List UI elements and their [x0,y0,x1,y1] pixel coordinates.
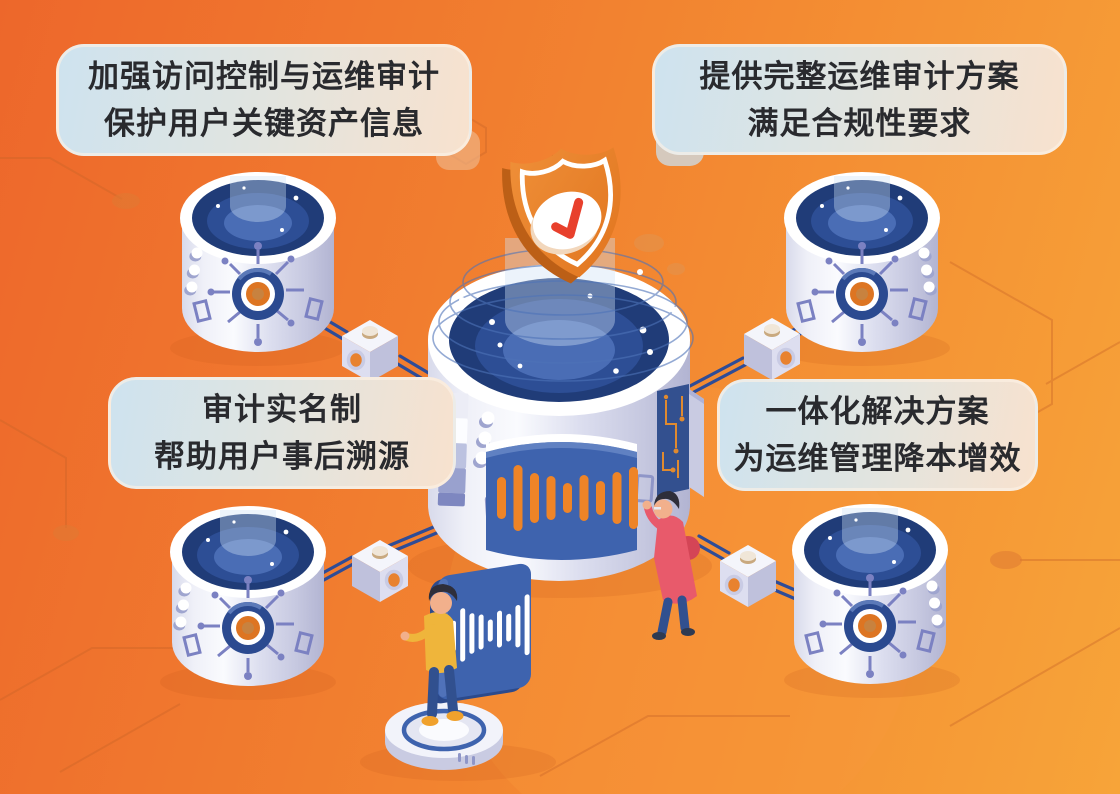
check-mark [551,197,584,239]
callout-mid-right: 一体化解决方案 为运维管理降本增效 [717,379,1038,491]
database-top-left [180,172,336,352]
check-badge [530,191,602,255]
callout-line: 帮助用户事后溯源 [154,439,410,474]
database-bottom-right [792,504,948,684]
central-server-cylinder [428,238,704,581]
callout-top-left: 加强访问控制与运维审计 保护用户关键资产信息 [56,44,472,156]
hover-platform [385,702,503,770]
hub-chart-panel [486,434,638,560]
connector-cube-top-left [340,318,400,384]
orbit-rings [432,248,694,382]
person-on-platform [400,584,464,726]
callout-mid-left: 审计实名制 帮助用户事后溯源 [108,377,456,489]
person-red-coat [642,491,700,640]
connector-cube-top-right [742,316,802,382]
callout-top-right: 提供完整运维审计方案 满足合规性要求 [652,44,1067,155]
callout-line: 提供完整运维审计方案 [699,58,1020,94]
floating-bar-chart [451,594,530,662]
hub-access-door [657,384,704,497]
callout-line: 加强访问控制与运维审计 [88,59,440,94]
callout-line: 保护用户关键资产信息 [104,106,424,141]
callout-line: 一体化解决方案 [765,394,990,429]
callout-line: 满足合规性要求 [747,105,972,141]
hub-bar-chart [497,465,638,531]
callout-line: 为运维管理降本增效 [733,441,1022,476]
shield-check-icon [502,147,621,284]
database-bottom-left [170,506,326,686]
callout-line: 审计实名制 [202,392,362,427]
database-top-right [784,172,940,352]
